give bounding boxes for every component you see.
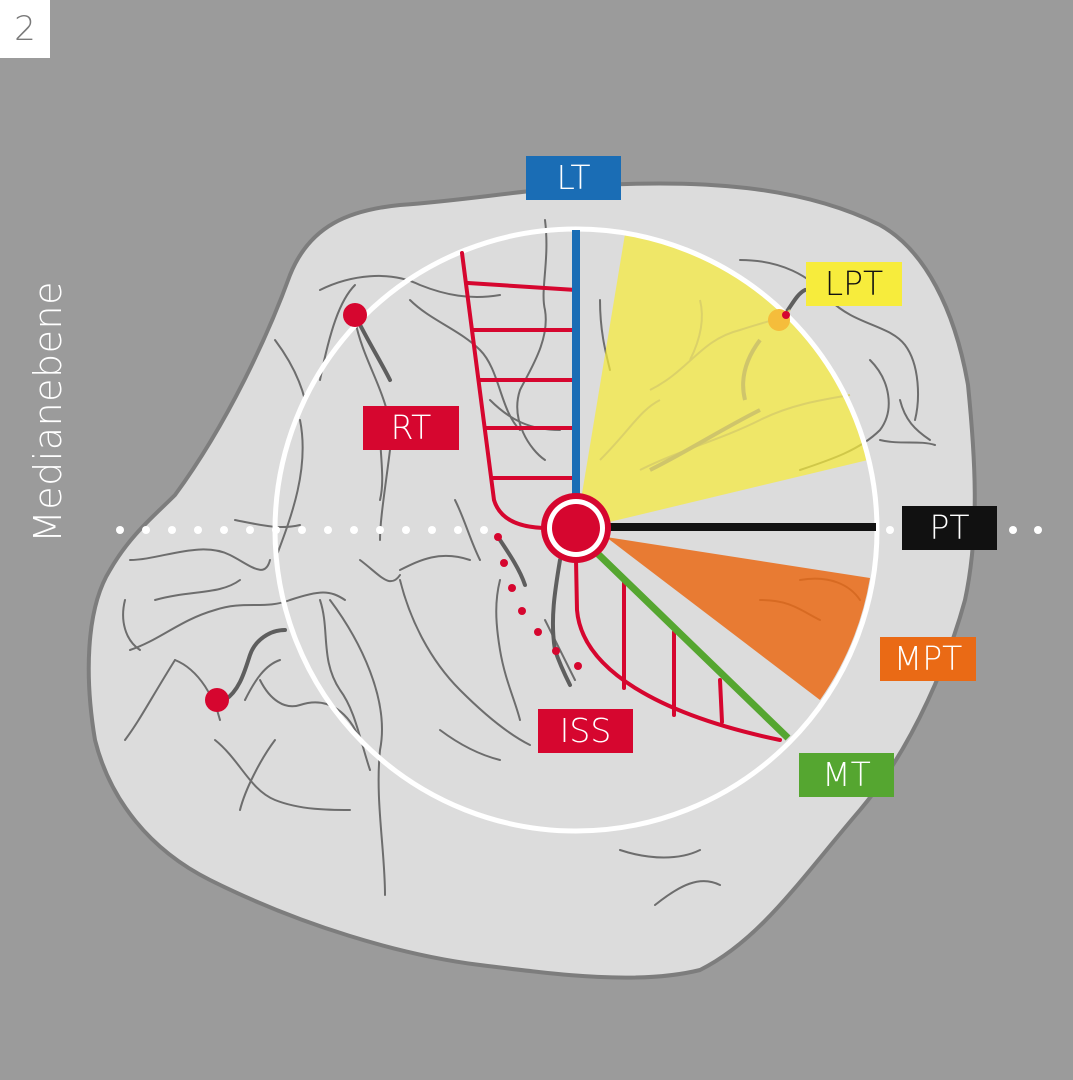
lpt-label: LPT bbox=[806, 262, 902, 306]
red-point-lower bbox=[205, 688, 229, 712]
figure-number: 2 bbox=[0, 0, 50, 58]
iss-dotted-path bbox=[494, 533, 582, 670]
iss-ladder bbox=[574, 558, 782, 742]
mpt-label: MPT bbox=[880, 637, 976, 681]
mpt-sector bbox=[606, 537, 870, 700]
median-plane-dots bbox=[116, 526, 1042, 534]
rt-label: RT bbox=[363, 406, 459, 450]
mt-axis bbox=[594, 550, 791, 741]
center-target-core bbox=[552, 504, 600, 552]
iss-label: ISS bbox=[538, 709, 633, 753]
mt-label: MT bbox=[799, 753, 894, 797]
pt-label: PT bbox=[902, 506, 997, 550]
red-point-edge bbox=[782, 311, 790, 319]
median-plane-label: Medianebene bbox=[26, 280, 70, 544]
lt-label: LT bbox=[526, 156, 621, 200]
rt-ladder bbox=[460, 251, 578, 530]
yellow-dark-wrinkle bbox=[649, 338, 762, 472]
red-point-upper bbox=[343, 303, 367, 327]
lpt-sector bbox=[576, 234, 868, 530]
